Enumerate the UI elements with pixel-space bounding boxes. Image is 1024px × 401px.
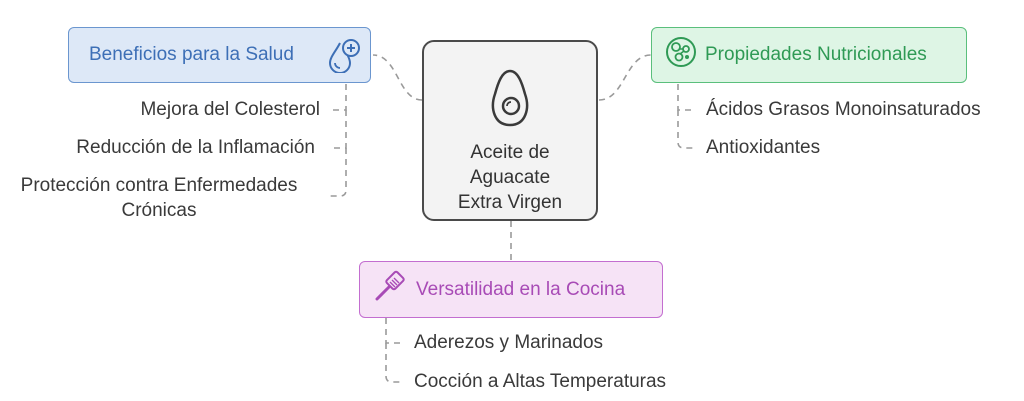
connector-cook-1 [385,318,402,344]
branch-kitchen-versatility: Versatilidad en la Cocina [359,261,663,318]
leaf-cook-item: Cocción a Altas Temperaturas [414,371,667,392]
molecule-cells-icon [665,36,697,74]
connector-center-health [372,54,423,101]
central-topic-box: Aceite de Aguacate Extra Virgen [422,40,598,221]
avocado-icon [487,68,533,128]
connector-health-3 [330,148,347,197]
leaf-cook-item: Aderezos y Marinados [414,332,604,353]
spatula-icon [372,270,406,310]
leaf-health-item: Reducción de la Inflamación [76,137,315,158]
branch-health-benefits: Beneficios para la Salud [68,27,371,83]
connector-cook-2 [385,343,402,383]
central-topic-line: Aceite de [470,142,550,163]
leaf-nutri-item: Antioxidantes [706,137,821,158]
connector-nutri-2 [677,110,694,149]
connector-nutri-1 [677,84,694,111]
branch-label: Propiedades Nutricionales [705,44,927,65]
central-topic-line: Extra Virgen [457,192,563,213]
branch-label: Versatilidad en la Cocina [416,278,626,300]
connector-health-2 [330,110,347,149]
central-topic-line: Aguacate [469,167,551,188]
branch-label: Beneficios para la Salud [89,44,294,65]
branch-nutritional-properties: Propiedades Nutricionales [651,27,967,83]
leaf-health-item: Protección contra Enfermedades Crónicas [20,175,298,221]
leaf-nutri-item: Ácidos Grasos Monoinsaturados [706,99,981,120]
connector-center-nutri [598,54,652,101]
connector-health-1 [330,84,347,111]
water-drop-plus-icon [327,37,361,79]
leaf-health-item: Mejora del Colesterol [140,99,320,120]
central-topic-title: Aceite de Aguacate Extra Virgen [458,140,562,215]
